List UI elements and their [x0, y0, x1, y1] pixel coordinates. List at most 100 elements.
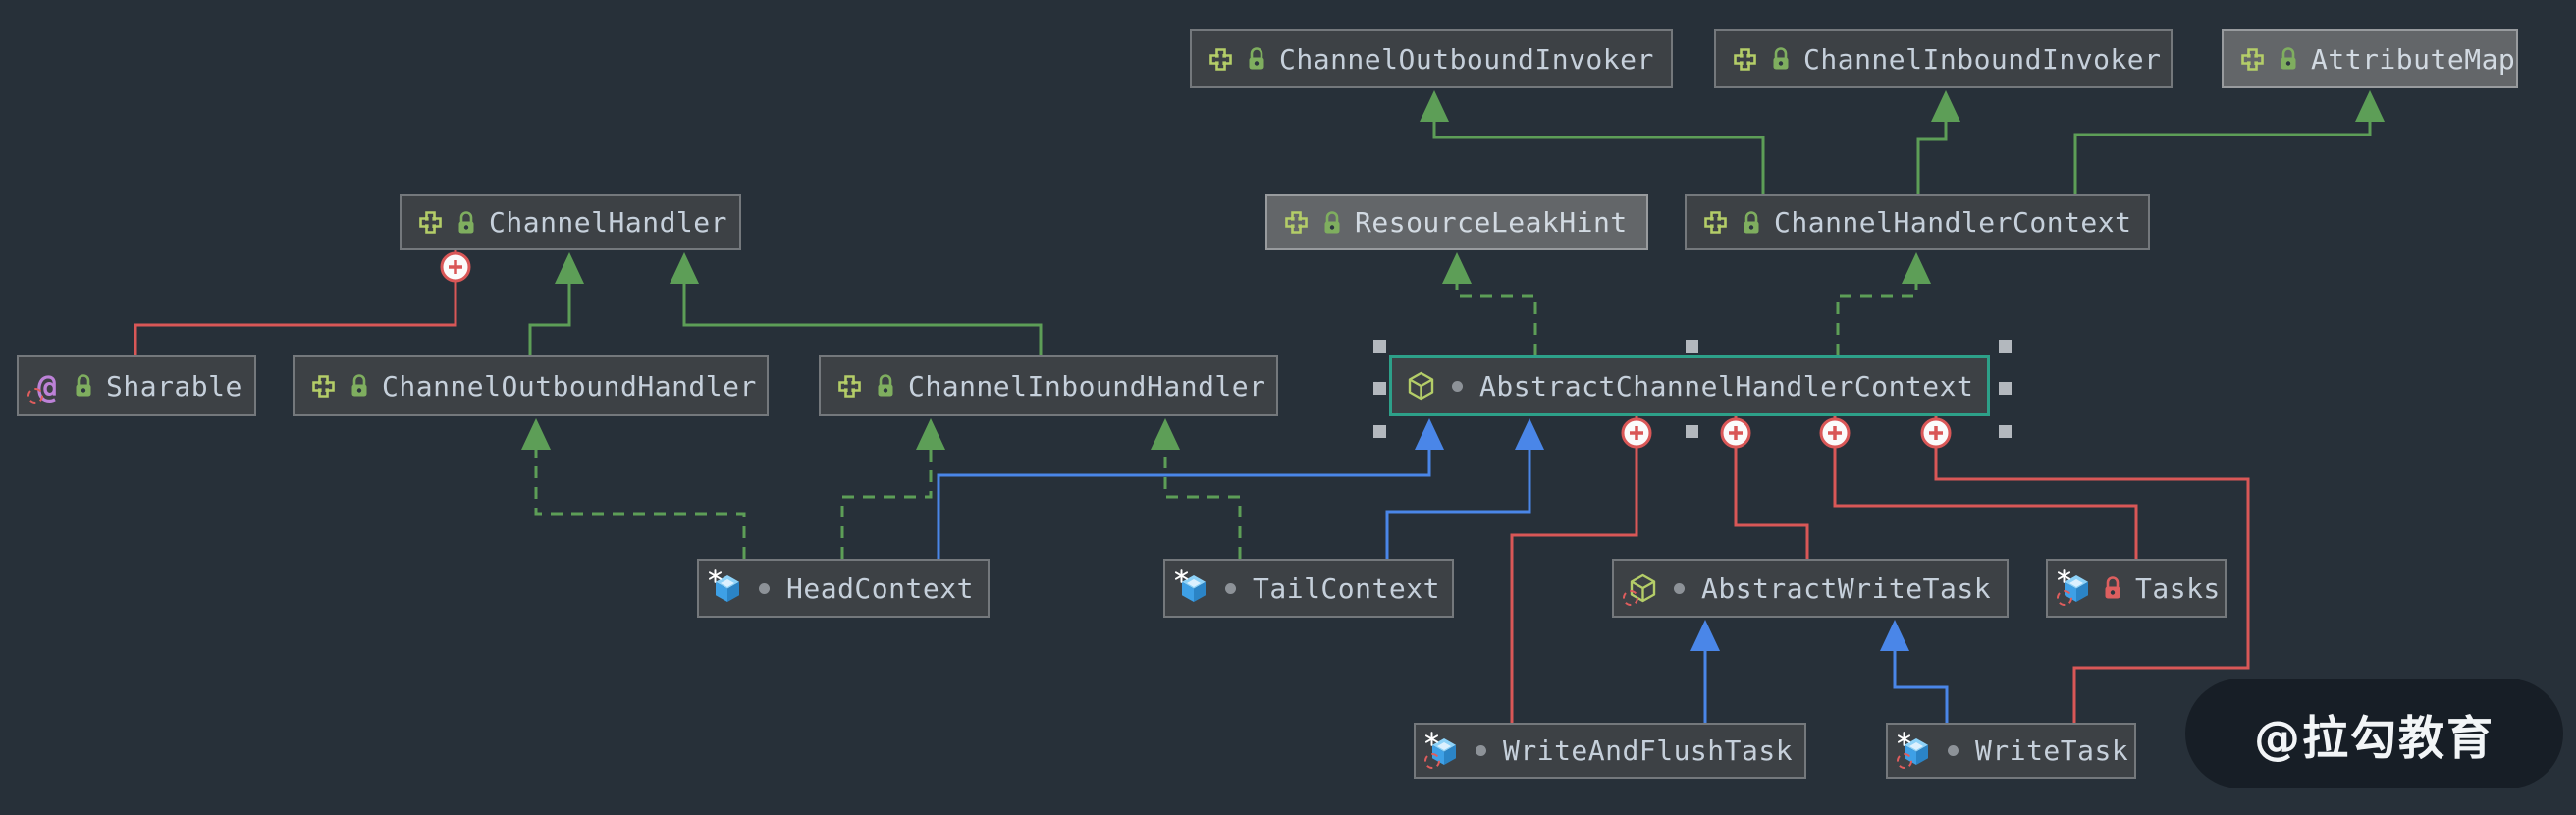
class-icon — [1182, 575, 1206, 602]
edge-arrowhead — [916, 418, 945, 450]
edge-head-context-extends-abstract-channel-handler-context[interactable] — [937, 418, 1444, 559]
interface-icon — [1733, 47, 1756, 71]
node-channel-outbound-invoker[interactable]: ChannelOutboundInvoker — [1190, 29, 1673, 88]
dashed-circle-badge — [27, 388, 43, 404]
edge-abstract-channel-handler-context-inner-class-tasks[interactable] — [1819, 416, 2138, 559]
edge-head-context-implements-channel-outbound-handler[interactable] — [521, 418, 746, 559]
interface-icon-wrap — [309, 371, 337, 401]
node-channel-inbound-invoker[interactable]: ChannelInboundInvoker — [1714, 29, 2173, 88]
node-head-context[interactable]: HeadContext — [697, 559, 990, 618]
edge-channel-outbound-handler-extends-channel-handler[interactable] — [528, 252, 584, 355]
selection-handle[interactable] — [1686, 340, 1698, 353]
selection-handle[interactable] — [1999, 382, 2012, 395]
node-abstract-write-task[interactable]: AbstractWriteTask — [1612, 559, 2009, 618]
selection-handle[interactable] — [1373, 425, 1386, 438]
class-name-label: HeadContext — [786, 571, 974, 605]
lock-icon — [1744, 210, 1759, 233]
lock-icon — [1773, 47, 1789, 70]
lock-icon — [1324, 210, 1340, 233]
edge-head-context-implements-channel-inbound-handler[interactable] — [840, 418, 945, 559]
edge-channel-handler-context-extends-channel-inbound-invoker[interactable] — [1916, 90, 1960, 194]
edge-write-and-flush-task-extends-abstract-write-task[interactable] — [1690, 620, 1720, 723]
edge-arrowhead — [1151, 418, 1180, 450]
edge-abstract-channel-handler-context-inner-class-abstract-write-task[interactable] — [1720, 416, 1809, 559]
class-name-label: TailContext — [1253, 571, 1440, 605]
node-tasks[interactable]: Tasks — [2046, 559, 2227, 618]
interface-icon-wrap — [416, 208, 444, 238]
interface-icon — [1284, 211, 1308, 234]
edge-arrowhead — [1442, 252, 1472, 284]
abstract-class-icon-wrap — [1407, 371, 1434, 401]
node-tail-context[interactable]: TailContext — [1163, 559, 1454, 618]
interface-icon-wrap — [1207, 44, 1234, 74]
node-channel-outbound-handler[interactable]: ChannelOutboundHandler — [293, 355, 769, 416]
node-channel-handler[interactable]: ChannelHandler — [400, 194, 741, 250]
class-name-label: ChannelOutboundHandler — [382, 369, 757, 403]
dashed-circle-badge — [1623, 590, 1638, 606]
edge-abstract-channel-handler-context-implements-resource-leak-hint[interactable] — [1442, 252, 1537, 355]
lock-icon — [351, 374, 367, 397]
interface-icon-wrap — [2238, 44, 2266, 74]
abstract-class-icon-wrap — [1623, 573, 1656, 606]
interface-icon-wrap — [1701, 208, 1729, 238]
class-name-label: Sharable — [106, 369, 242, 403]
edge-arrowhead — [1515, 418, 1544, 450]
lock-icon — [458, 210, 474, 233]
annotation-icon-wrap: @ — [27, 370, 61, 404]
selection-handle[interactable] — [1999, 425, 2012, 438]
class-name-label: AttributeMap — [2311, 42, 2516, 76]
selection-handle[interactable] — [1373, 340, 1386, 353]
class-name-label: WriteTask — [1975, 734, 2129, 767]
interface-icon — [1703, 211, 1727, 234]
interface-icon — [418, 211, 442, 234]
node-write-task[interactable]: WriteTask — [1886, 723, 2136, 779]
lock-icon — [76, 374, 91, 397]
edge-abstract-channel-handler-context-inner-class-write-task[interactable] — [1920, 416, 2250, 723]
final-snowflake-badge — [1424, 731, 1439, 750]
node-channel-inbound-handler[interactable]: ChannelInboundHandler — [819, 355, 1278, 416]
node-attribute-map[interactable]: AttributeMap — [2222, 29, 2518, 88]
interface-icon — [2240, 47, 2264, 71]
edge-tail-context-implements-channel-inbound-handler[interactable] — [1151, 418, 1242, 559]
watermark-text: @拉勾教育 — [2254, 711, 2495, 766]
class-icon-wrap — [1174, 569, 1208, 603]
edge-channel-handler-inner-class-sharable[interactable] — [134, 250, 471, 355]
edge-arrowhead — [1415, 418, 1444, 450]
final-snowflake-badge — [1897, 731, 1911, 750]
edge-abstract-channel-handler-context-implements-channel-handler-context[interactable] — [1836, 252, 1931, 355]
node-write-and-flush-task[interactable]: WriteAndFlushTask — [1414, 723, 1806, 779]
edge-arrowhead — [1880, 620, 1909, 651]
selection-handle[interactable] — [1999, 340, 2012, 353]
selection-handle[interactable] — [1373, 382, 1386, 395]
class-name-label: ChannelInboundHandler — [908, 369, 1266, 403]
abstract-class-icon — [1408, 371, 1433, 401]
class-icon — [1905, 737, 1928, 765]
edge-arrowhead — [521, 418, 551, 450]
node-channel-handler-context[interactable]: ChannelHandlerContext — [1685, 194, 2150, 250]
class-icon — [716, 575, 739, 602]
edge-channel-inbound-handler-extends-channel-handler[interactable] — [670, 252, 1043, 355]
class-name-label: ChannelHandlerContext — [1774, 206, 2132, 239]
edge-arrowhead — [1690, 620, 1720, 651]
edge-abstract-channel-handler-context-inner-class-write-and-flush-task[interactable] — [1510, 416, 1652, 723]
class-icon-wrap — [1897, 731, 1930, 769]
package-private-dot — [1673, 582, 1685, 594]
edge-write-task-extends-abstract-write-task[interactable] — [1880, 620, 1949, 723]
dashed-circle-badge — [1424, 752, 1440, 769]
selection-handle[interactable] — [1686, 425, 1698, 438]
edge-tail-context-extends-abstract-channel-handler-context[interactable] — [1385, 418, 1544, 559]
node-abstract-channel-handler-context[interactable]: AbstractChannelHandlerContext — [1373, 340, 2012, 438]
class-icon-wrap — [2057, 569, 2090, 606]
dashed-circle-badge — [1897, 752, 1912, 769]
class-name-label: ResourceLeakHint — [1355, 206, 1628, 239]
edge-channel-handler-context-extends-attribute-map[interactable] — [2073, 90, 2385, 194]
lock-icon — [2281, 47, 2296, 70]
edge-channel-handler-context-extends-channel-outbound-invoker[interactable] — [1420, 90, 1765, 194]
class-name-label: Tasks — [2135, 571, 2221, 605]
node-resource-leak-hint[interactable]: ResourceLeakHint — [1265, 194, 1648, 250]
node-sharable[interactable]: @ Sharable — [17, 355, 256, 416]
class-icon — [2065, 575, 2088, 602]
interface-icon-wrap — [835, 371, 863, 401]
class-icon-wrap — [1424, 731, 1458, 769]
